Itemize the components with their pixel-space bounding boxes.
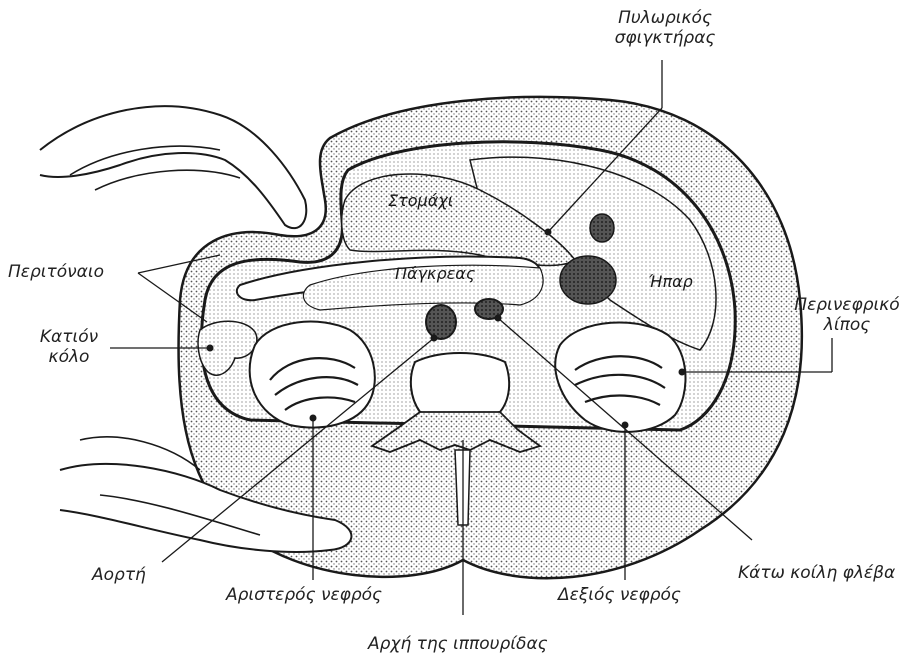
colon-label-line1: Κατιόν <box>30 327 108 347</box>
pylorus-blob <box>560 256 616 304</box>
pyloric-label: Πυλωρικός σφιγκτήρας <box>600 8 730 48</box>
upper-hand <box>40 106 306 228</box>
left-kidney-shape <box>250 322 375 428</box>
peritoneum-label: Περιτόναιο <box>8 262 104 282</box>
aorta-shape <box>426 305 456 339</box>
colon-label-line2: κόλο <box>30 347 108 367</box>
liver-label: Ήπαρ <box>648 272 693 292</box>
vertebra-body <box>411 353 509 417</box>
colon-label: Κατιόν κόλο <box>30 327 108 367</box>
pancreas-label: Πάγκρεας <box>395 264 475 284</box>
perirenal-label: Περινεφρικό λίπος <box>792 295 902 335</box>
perirenal-label-line2: λίπος <box>792 315 902 335</box>
pyloric-label-line1: Πυλωρικός <box>600 8 730 28</box>
stomach-label: Στομάχι <box>388 191 453 211</box>
aorta-label: Αορτή <box>92 565 146 585</box>
left-kidney-label: Αριστερός νεφρός <box>226 585 382 605</box>
pyloric-label-line2: σφιγκτήρας <box>600 28 730 48</box>
right-kidney-label: Δεξιός νεφρός <box>558 585 681 605</box>
perirenal-label-line1: Περινεφρικό <box>792 295 902 315</box>
cauda-label: Αρχή της ιππουρίδας <box>368 634 548 654</box>
ivc-label: Κάτω κοίλη φλέβα <box>738 563 895 583</box>
pylorus-small <box>590 214 614 242</box>
